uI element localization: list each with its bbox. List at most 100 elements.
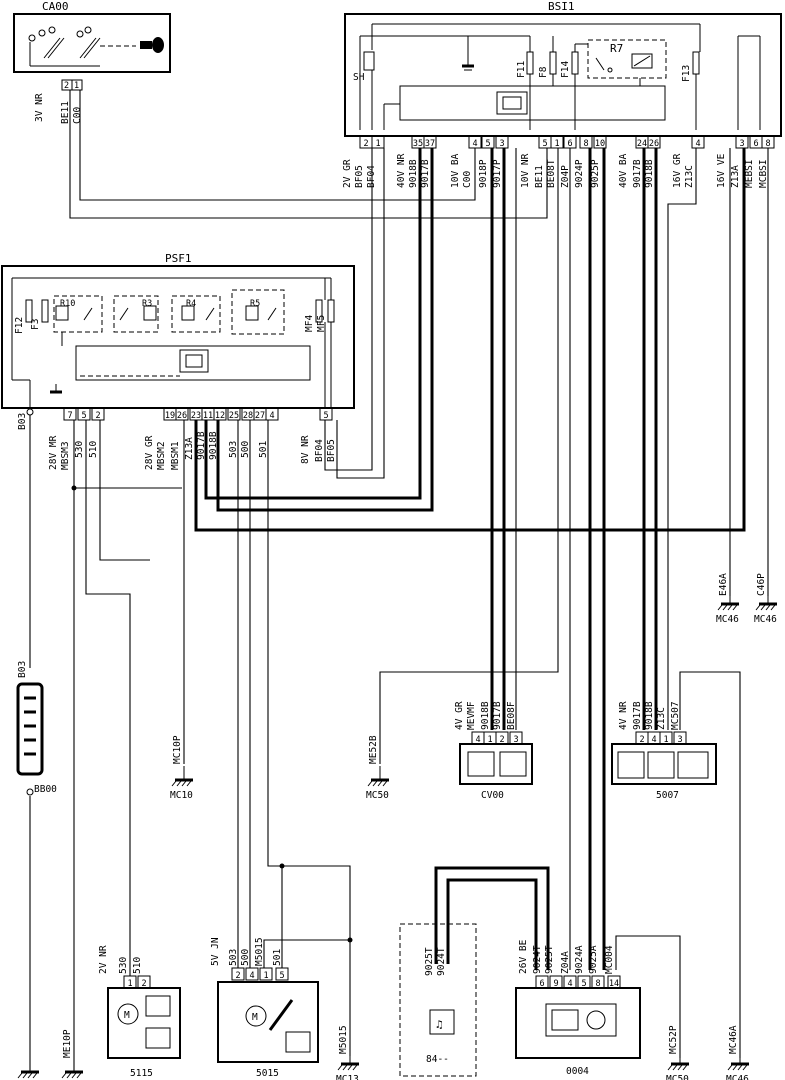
ground-wire-label: C46P xyxy=(756,573,767,596)
psf1-wire: 530 xyxy=(74,441,85,458)
c5015-pin-label: 5 xyxy=(279,971,284,981)
psf1-pin-label: 25 xyxy=(229,411,239,421)
psf1-fuse: MF4 xyxy=(304,315,315,332)
bsi1-pin xyxy=(593,135,607,149)
motor-icon: M xyxy=(117,1003,139,1025)
psf1-relay: R4 xyxy=(186,299,196,309)
psf1-pin-label: 11 xyxy=(203,411,213,421)
cv00-voltage: 4V GR xyxy=(454,701,465,730)
ground-hatch xyxy=(32,1072,38,1079)
psf1-wire: 9017B xyxy=(196,431,207,460)
bsi1-pin xyxy=(495,135,509,149)
ground-hatch xyxy=(732,604,738,611)
c0004-wire: 9025T xyxy=(544,945,555,974)
ground-hatch xyxy=(367,780,373,787)
c0004-pin xyxy=(591,975,605,989)
ground-hatch xyxy=(755,604,761,611)
psf1-wire: 510 xyxy=(88,441,99,458)
c5115-wire: 510 xyxy=(132,957,143,974)
ca00-wire: BE11 xyxy=(60,101,71,124)
bsi1-voltage: 16V VE xyxy=(716,153,727,188)
c0004-pin-label: 6 xyxy=(539,979,544,989)
c0004-pin xyxy=(563,975,577,989)
bsi1-relay: R7 xyxy=(610,42,623,55)
splice-dots xyxy=(26,408,353,943)
c5115-pin-label: 1 xyxy=(127,979,132,989)
bsi1-wire: 9017B xyxy=(632,159,643,188)
c5007-pin-label: 2 xyxy=(639,735,644,745)
psf1-pin-label: 7 xyxy=(67,411,72,421)
c5115-wire: 530 xyxy=(118,957,129,974)
bsi1-wire: BF05 xyxy=(354,165,365,188)
ground-symbols: MC46E46AMC46C46PMC10MC10PMC50ME52BM000MC… xyxy=(17,573,777,1080)
ca00-voltage: 3V NR xyxy=(34,93,45,122)
psf1-pin-label: 19 xyxy=(165,411,175,421)
ground-hatch xyxy=(171,780,177,787)
psf1-relay: R10 xyxy=(60,299,75,309)
psf1-pin-label: 26 xyxy=(177,411,187,421)
bsi1-pin-label: 6 xyxy=(753,139,758,149)
psf1-pin xyxy=(227,407,241,421)
ground-hatch xyxy=(722,604,728,611)
c5015-wire: 500 xyxy=(240,949,251,966)
c5115-pin xyxy=(137,975,151,989)
cv00-pin xyxy=(509,731,523,745)
bsi1-fuse: F13 xyxy=(681,65,692,82)
c0004-component: 0004 xyxy=(515,987,641,1077)
bsi1-pin-label: 37 xyxy=(425,139,435,149)
ca00-pin: 2 xyxy=(64,81,69,91)
bsi1-pin-label: 5 xyxy=(485,139,490,149)
bsi1-pin xyxy=(371,135,385,149)
psf1-pin-label: 23 xyxy=(191,411,201,421)
ca00-name: CA00 xyxy=(42,0,69,13)
psf1-wire: Z13A xyxy=(184,437,195,460)
battery-bottom-label: BB00 xyxy=(34,784,57,795)
psf1-name: PSF1 xyxy=(165,252,192,265)
svg-text:M: M xyxy=(252,1012,258,1023)
c5015-component: M 5015 xyxy=(217,981,319,1079)
ground-hatch xyxy=(760,604,766,611)
bsi1-wire: 9017P xyxy=(492,159,503,188)
psf1-pin-label: 5 xyxy=(81,411,86,421)
c84-component: ♫ 84-- xyxy=(399,923,477,1077)
bsi1-pin-label: 1 xyxy=(375,139,380,149)
cv00-wire: MEVMF xyxy=(466,701,477,730)
c0004-wire: Z04A xyxy=(560,951,571,974)
c0004-pin xyxy=(577,975,591,989)
ground-hatch xyxy=(677,1064,683,1071)
ground-hatch xyxy=(337,1064,343,1071)
c0004-pin-label: 14 xyxy=(609,979,619,989)
ground-hatch xyxy=(727,604,733,611)
bsi1-wire: 9018B xyxy=(644,159,655,188)
ground-hatch xyxy=(377,780,383,787)
c0004-wire: MC004 xyxy=(604,945,615,974)
battery-component: B03 B03 BB00 xyxy=(16,413,57,795)
ground-hatch xyxy=(682,1064,688,1071)
psf1-pin-label: 4 xyxy=(269,411,274,421)
c0004-pin xyxy=(549,975,563,989)
battery-wire: B03 xyxy=(17,661,28,678)
c5015-wire: M5015 xyxy=(254,937,265,966)
c5007-pin-label: 1 xyxy=(663,735,668,745)
ground-wire-label: M5015 xyxy=(338,1025,349,1054)
c0004-wire: 9025A xyxy=(588,945,599,974)
c5115-pin xyxy=(123,975,137,989)
bsi1-pin-label: 24 xyxy=(637,139,647,149)
ground-hatch xyxy=(176,780,182,787)
cv00-pin xyxy=(495,731,509,745)
c5015-pin xyxy=(275,967,289,981)
c84-wire: 9024T xyxy=(436,947,447,976)
ground-hatch xyxy=(186,780,192,787)
psf1-pin xyxy=(63,407,77,421)
c0004-pin xyxy=(607,975,621,989)
ground-hatch xyxy=(742,1064,748,1071)
bsi1-pin-label: 35 xyxy=(413,139,423,149)
bsi1-pin-label: 4 xyxy=(472,139,477,149)
c84-name: 84-- xyxy=(426,1054,449,1065)
c0004-name: 0004 xyxy=(566,1066,589,1077)
ground-label: MC46 xyxy=(726,1074,749,1080)
c5015-wire: 503 xyxy=(228,949,239,966)
